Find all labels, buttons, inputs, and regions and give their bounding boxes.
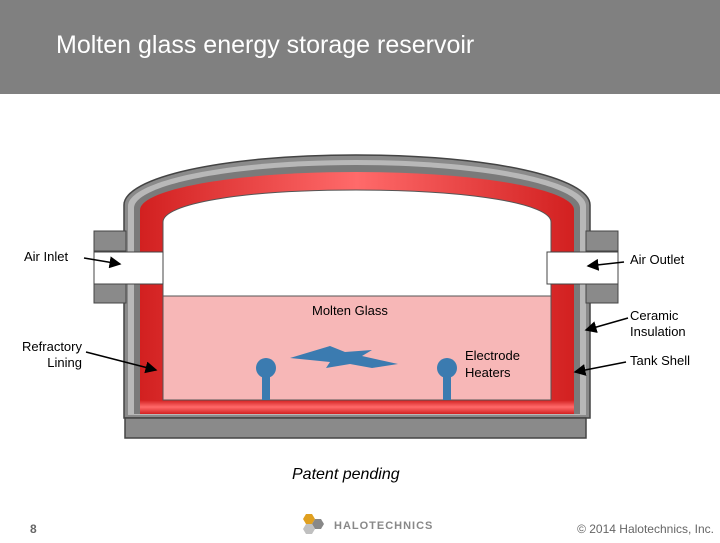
ceramic-insulation-label-1: Ceramic	[630, 308, 679, 323]
electrode-right	[437, 358, 457, 400]
page-number: 8	[30, 522, 37, 536]
electrode-heaters-label-2: Heaters	[465, 365, 511, 380]
air-outlet-pipe	[546, 251, 619, 285]
halotechnics-logo: HALOTECHNICS	[298, 512, 432, 538]
reservoir-diagram	[83, 154, 629, 439]
lightning-bolt	[290, 346, 398, 368]
molten-glass	[162, 295, 552, 401]
title-bar: Molten glass energy storage reservoir	[0, 0, 720, 94]
base-plate	[124, 417, 587, 439]
refractory-lining-label-1: Refractory	[22, 339, 82, 354]
slide-title: Molten glass energy storage reservoir	[56, 31, 475, 59]
air-outlet-label: Air Outlet	[630, 252, 685, 267]
logo-text: HALOTECHNICS	[334, 520, 434, 532]
tank-shell-label: Tank Shell	[630, 353, 690, 368]
electrode-left	[256, 358, 276, 400]
electrode-heaters-label-1: Electrode	[465, 348, 520, 363]
copyright: © 2014 Halotechnics, Inc.	[577, 522, 714, 536]
hexagon-logo-icon	[303, 514, 324, 534]
molten-glass-label: Molten Glass	[312, 303, 388, 318]
refractory-lining-label-2: Lining	[47, 355, 82, 370]
patent-note: Patent pending	[292, 466, 400, 483]
air-inlet-pipe	[93, 251, 164, 285]
ceramic-insulation-label-2: Insulation	[630, 324, 686, 339]
air-inlet-label: Air Inlet	[24, 249, 69, 264]
